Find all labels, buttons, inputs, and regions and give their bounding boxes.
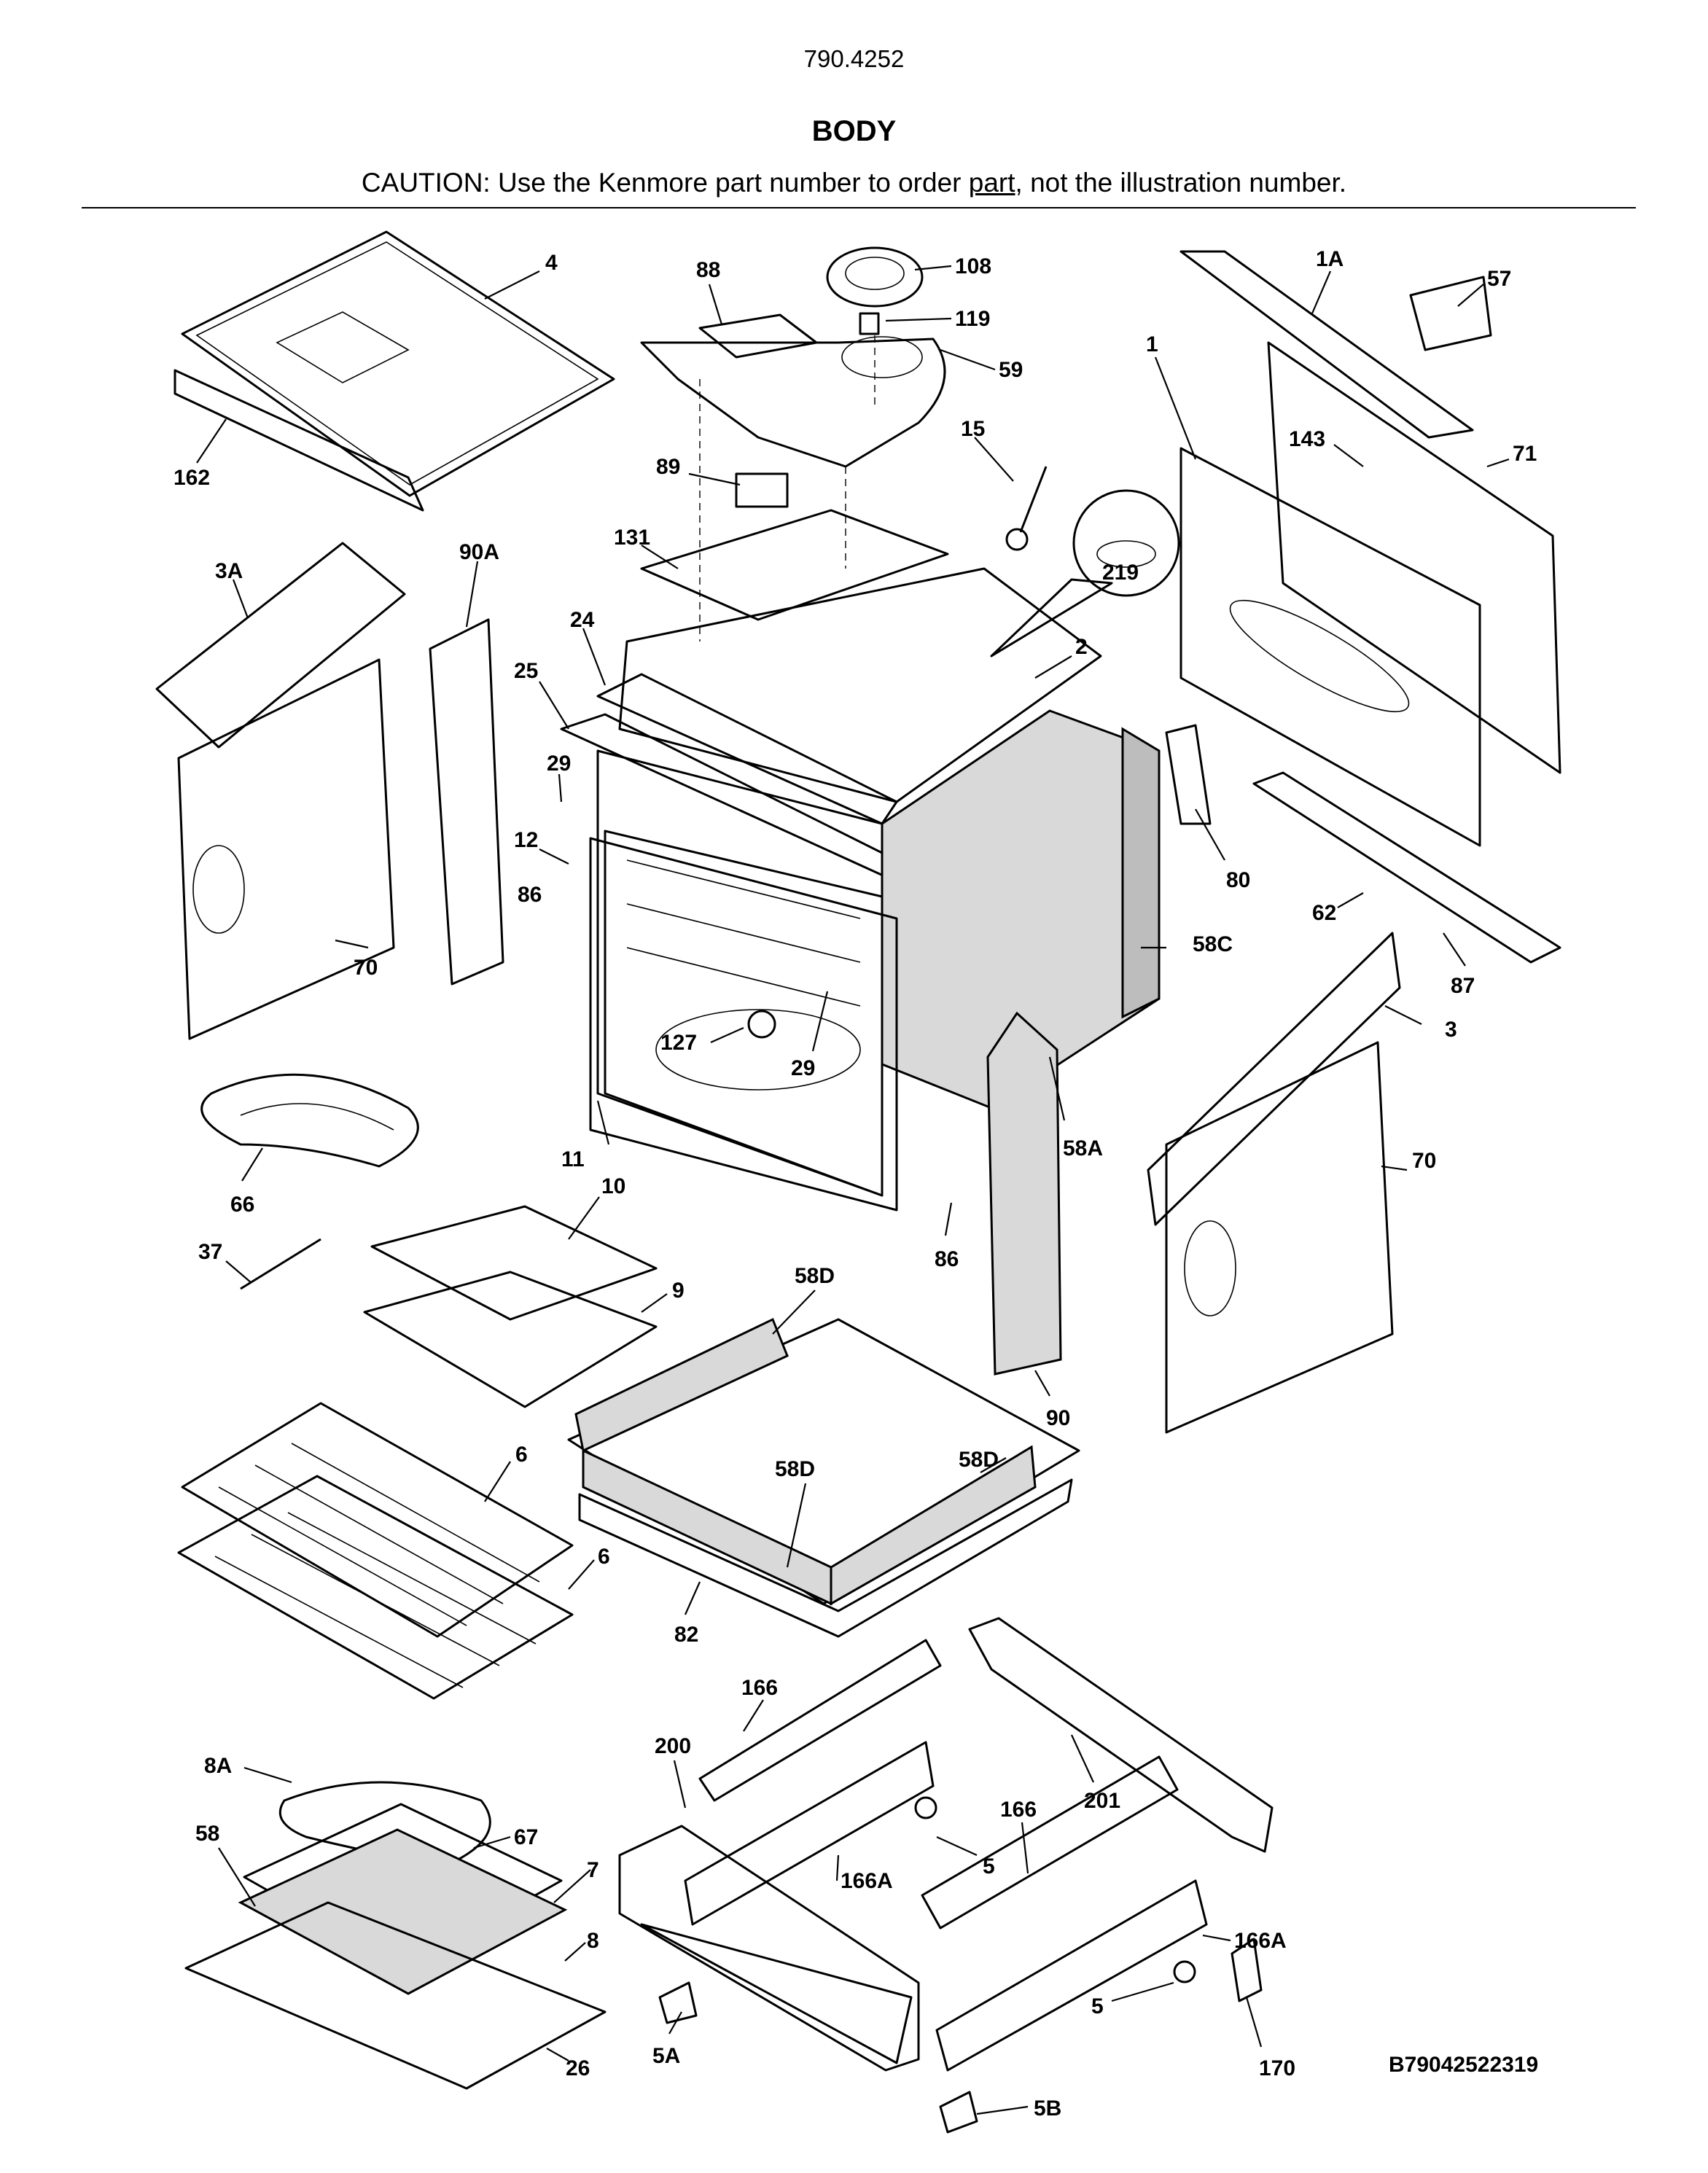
callout-1: 1 (1146, 332, 1158, 356)
document-id: B79042522319 (1389, 2053, 1539, 2077)
callout-166: 166 (741, 1676, 778, 1700)
callout-3: 3 (1445, 1018, 1457, 1042)
callout-7: 7 (587, 1858, 599, 1882)
callout-6: 6 (598, 1545, 610, 1569)
callout-6: 6 (515, 1443, 528, 1467)
part-base-frame (618, 1617, 1274, 2134)
part-cavity-insulation (881, 709, 1161, 1109)
callout-8A: 8A (204, 1754, 232, 1778)
part-rear-panels (1165, 250, 1561, 964)
callout-89: 89 (656, 455, 680, 479)
callout-11: 11 (561, 1147, 585, 1171)
callout-201: 201 (1084, 1789, 1120, 1813)
callout-59: 59 (999, 358, 1023, 382)
callout-15: 15 (961, 417, 985, 441)
callout-219: 219 (1102, 561, 1139, 585)
part-broil-element-and-pan (200, 1073, 658, 1408)
callout-9: 9 (672, 1279, 685, 1303)
callout-5A: 5A (652, 2044, 680, 2068)
callout-58C: 58C (1193, 932, 1233, 956)
callout-88: 88 (696, 258, 720, 282)
callout-58: 58 (195, 1822, 219, 1846)
callout-4: 4 (545, 251, 558, 275)
callout-leader-lines (196, 265, 1510, 2115)
model-number: 790.4252 (803, 45, 905, 72)
callout-86: 86 (518, 883, 542, 907)
part-right-side-panels (986, 932, 1401, 1434)
callout-5: 5 (983, 1854, 995, 1879)
callout-5B: 5B (1034, 2096, 1061, 2121)
callout-71: 71 (1513, 442, 1537, 466)
callout-29: 29 (547, 752, 571, 776)
caution-text-end: , not the illustration number. (1015, 168, 1347, 198)
callout-12: 12 (514, 828, 538, 852)
callout-127: 127 (660, 1031, 697, 1055)
callout-57: 57 (1487, 267, 1511, 291)
callout-58D: 58D (959, 1448, 999, 1472)
header-divider (82, 207, 1636, 208)
callout-8: 8 (587, 1929, 599, 1953)
part-bottom-frame (567, 1317, 1080, 1638)
callout-108: 108 (955, 254, 991, 278)
callout-166: 166 (1000, 1798, 1037, 1822)
part-convection-fan (640, 246, 946, 468)
callout-166A: 166A (841, 1869, 893, 1893)
section-title: BODY (811, 115, 897, 147)
callout-90: 90 (1046, 1406, 1070, 1430)
callout-70: 70 (1412, 1149, 1436, 1173)
callout-29: 29 (791, 1056, 815, 1080)
callout-58D: 58D (795, 1264, 835, 1288)
part-top-panel (173, 230, 615, 512)
callout-131: 131 (614, 526, 650, 550)
callout-58A: 58A (1063, 1136, 1103, 1160)
callout-162: 162 (173, 466, 210, 490)
callout-labels: 4 88 108 119 59 1A 57 162 89 15 1 143 71… (173, 247, 1537, 2121)
caution-text-start: CAUTION: Use the Kenmore part number to … (361, 168, 969, 198)
callout-166A: 166A (1234, 1929, 1287, 1953)
callout-66: 66 (230, 1193, 254, 1217)
callout-82: 82 (674, 1623, 698, 1647)
part-oven-cavity (589, 749, 898, 1212)
callout-90A: 90A (459, 540, 499, 564)
callout-200: 200 (655, 1734, 691, 1758)
callout-5: 5 (1091, 1994, 1104, 2018)
part-oven-racks (177, 1402, 574, 1700)
callout-87: 87 (1451, 974, 1475, 998)
callout-70: 70 (354, 956, 378, 980)
callout-170: 170 (1259, 2056, 1295, 2080)
callout-1A: 1A (1316, 247, 1344, 271)
caution-note: CAUTION: Use the Kenmore part number to … (0, 168, 1708, 198)
part-left-side-panels (155, 542, 504, 1040)
callout-10: 10 (601, 1174, 625, 1198)
callout-25: 25 (514, 659, 538, 683)
callout-119: 119 (955, 307, 990, 331)
callout-37: 37 (198, 1240, 222, 1264)
part-bake-element-and-bottom (184, 1781, 607, 2090)
callout-80: 80 (1226, 868, 1250, 892)
callout-58D: 58D (775, 1457, 815, 1481)
caution-text-underlined: part (968, 168, 1015, 198)
callout-2: 2 (1075, 635, 1088, 659)
rack-wires (214, 1443, 540, 1688)
callout-143: 143 (1289, 427, 1325, 451)
callout-26: 26 (566, 2056, 590, 2080)
callout-24: 24 (570, 608, 595, 632)
callout-67: 67 (514, 1825, 538, 1849)
part-sensors (990, 466, 1180, 658)
callout-62: 62 (1312, 901, 1336, 925)
callout-86: 86 (935, 1247, 959, 1271)
callout-3A: 3A (215, 559, 243, 583)
